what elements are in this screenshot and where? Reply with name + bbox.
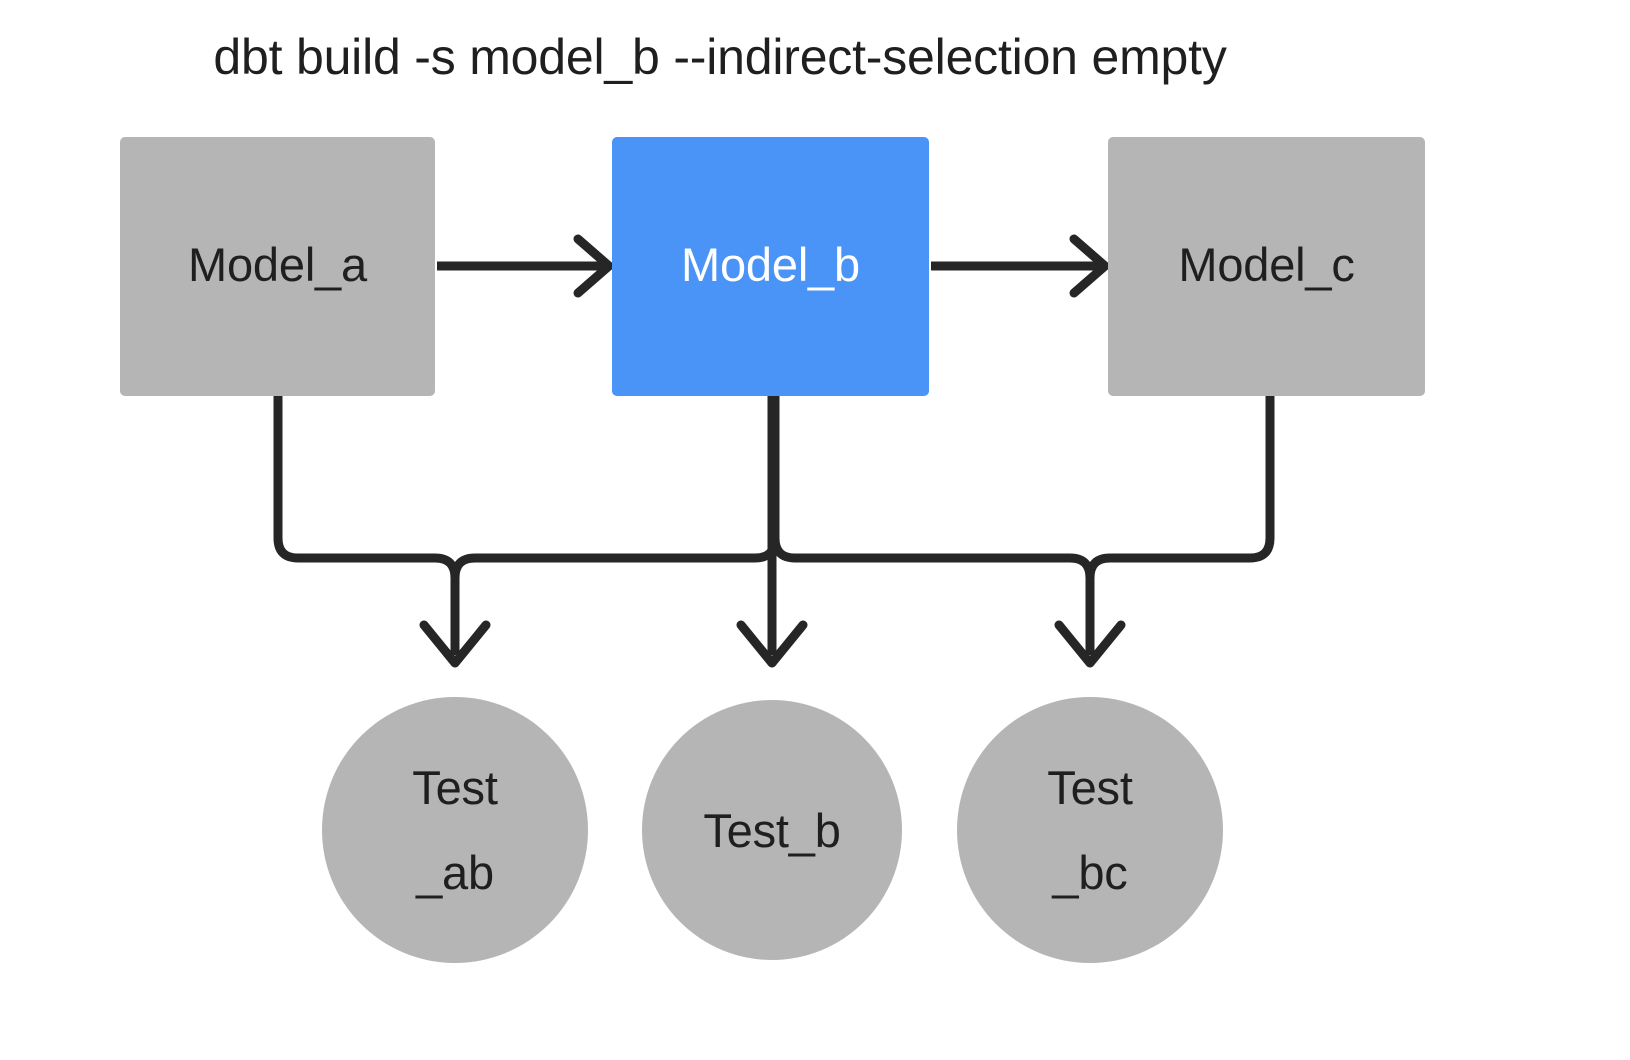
edge-model-a-to-test-ab	[273, 396, 491, 668]
edge-model-c-to-test-bc	[1085, 396, 1275, 579]
node-model-a-label: Model_a	[188, 237, 367, 291]
node-test-b-label-line1: Test_b	[703, 803, 841, 857]
node-test-bc-label-line2: _bc	[1052, 846, 1128, 899]
node-model-b[interactable]: Model_b	[612, 137, 929, 396]
node-model-b-label: Model_b	[681, 237, 860, 291]
edge-model-a-to-model-b	[437, 234, 614, 298]
node-test-bc[interactable]: Test _bc	[957, 697, 1223, 963]
node-model-c-label: Model_c	[1178, 237, 1355, 291]
node-model-c[interactable]: Model_c	[1108, 137, 1425, 396]
node-test-ab-label-line1: Test	[412, 761, 498, 814]
node-model-a[interactable]: Model_a	[120, 137, 435, 396]
diagram-title: dbt build -s model_b --indirect-selectio…	[213, 29, 1227, 85]
node-test-ab[interactable]: Test _ab	[322, 697, 588, 963]
node-test-b[interactable]: Test_b	[642, 700, 902, 960]
edge-model-b-to-test-bc	[770, 396, 1126, 668]
edge-model-b-to-model-c	[931, 234, 1110, 298]
node-test-bc-label-line1: Test	[1047, 761, 1133, 814]
edge-model-b-to-test-ab	[450, 396, 780, 579]
node-test-ab-label-line2: _ab	[416, 846, 494, 899]
